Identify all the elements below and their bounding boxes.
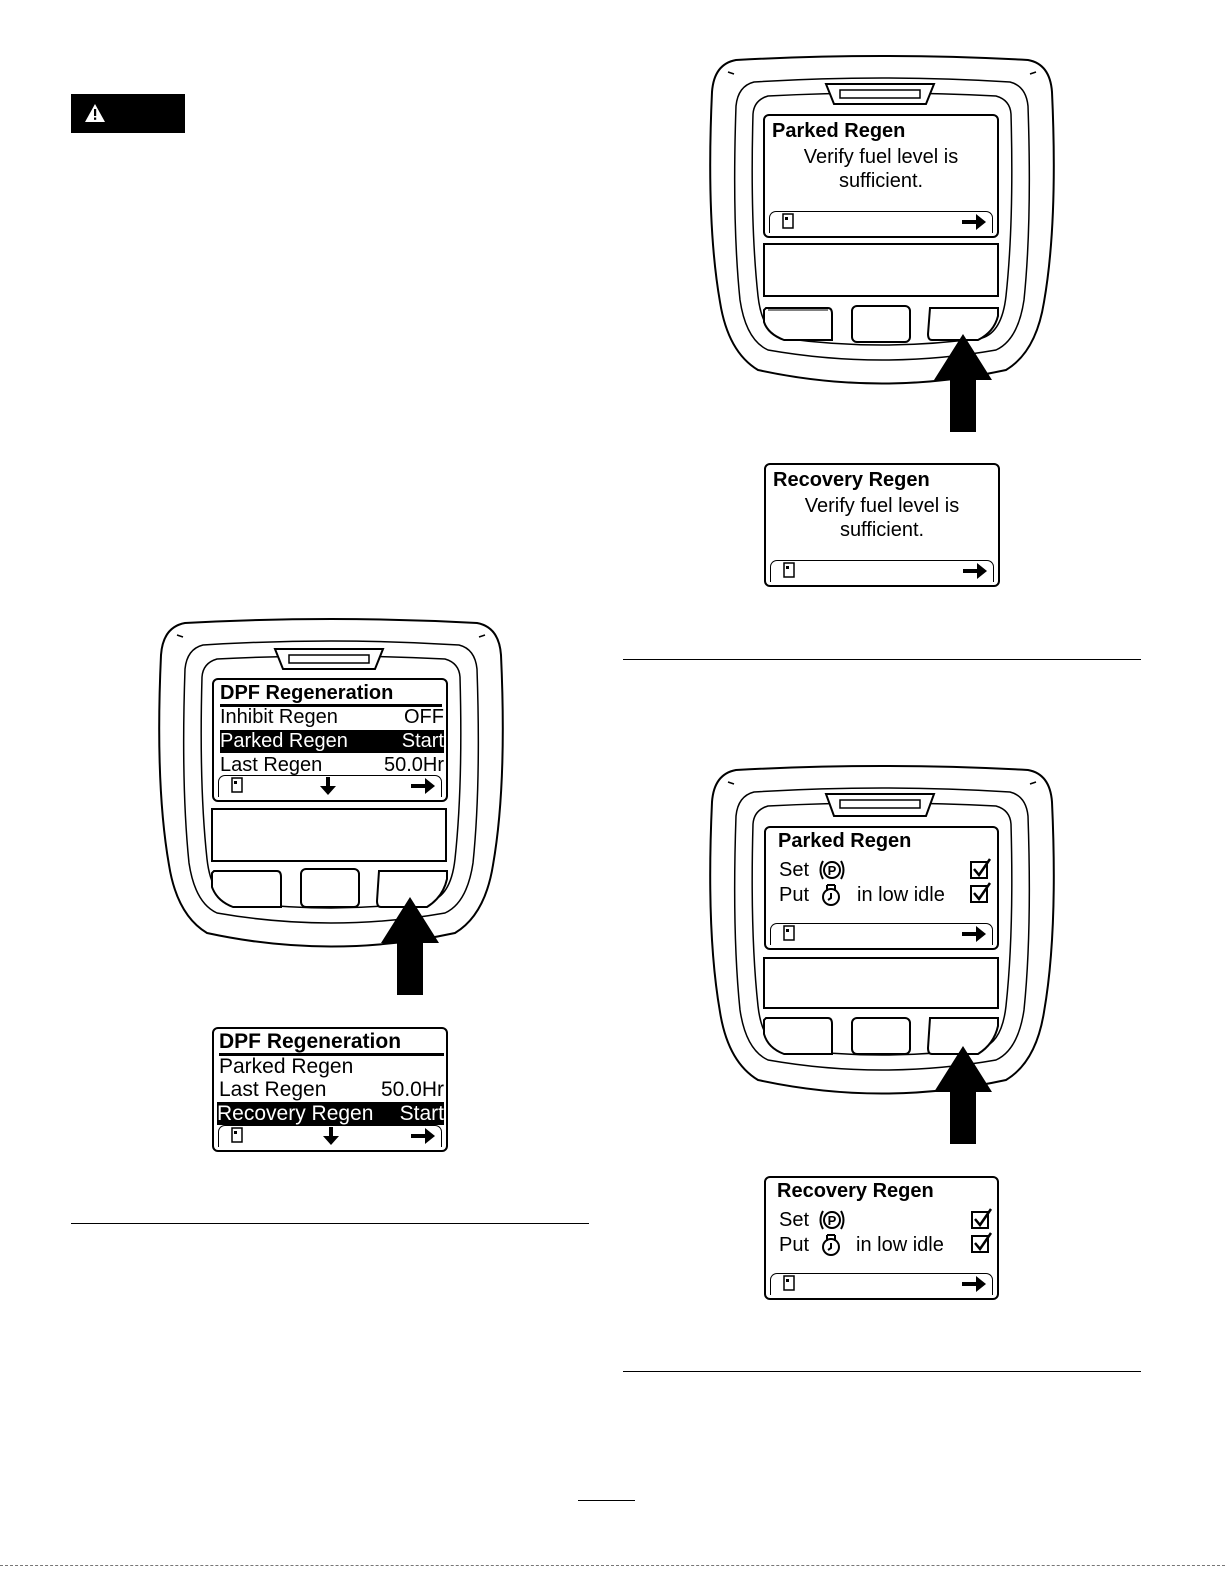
- svg-text:P: P: [828, 863, 837, 878]
- menu-row[interactable]: Last Regen 50.0Hr: [219, 1078, 444, 1101]
- lcd-parked-regen-verify: Parked Regen Verify fuel level is suffic…: [763, 114, 999, 238]
- screen-footer: [218, 1125, 442, 1147]
- screen-title: Recovery Regen: [777, 1180, 934, 1202]
- screen-text: Verify fuel level is: [803, 146, 959, 168]
- menu-row-value: 50.0Hr: [380, 1078, 444, 1101]
- lcd-parked-regen-checklist: Parked Regen Set P Put in low idle: [764, 826, 999, 950]
- menu-row[interactable]: Parked Regen: [219, 1055, 444, 1078]
- press-arrow-icon: [381, 897, 439, 995]
- menu-row-label: Last Regen: [220, 754, 323, 776]
- screen-title: Parked Regen: [772, 120, 906, 142]
- section-divider: [71, 1223, 589, 1224]
- screen-text: sufficient.: [839, 519, 925, 541]
- right-arrow-icon: [962, 214, 986, 230]
- menu-row-label: Parked Regen: [220, 730, 348, 752]
- menu-row[interactable]: Last Regen 50.0Hr: [220, 754, 444, 777]
- low-idle-label: in low idle: [856, 1234, 944, 1256]
- warning-badge: [71, 94, 185, 133]
- screen-text: Verify fuel level is: [804, 495, 960, 517]
- press-arrow-icon: [934, 334, 992, 432]
- menu-row-selected[interactable]: Recovery Regen Start: [217, 1102, 444, 1125]
- screen-footer: [769, 211, 993, 233]
- exit-door-icon: [231, 1127, 243, 1143]
- menu-row-label: Last Regen: [219, 1078, 327, 1101]
- page-number-rule: [578, 1500, 635, 1501]
- checkbox-checked-icon: [971, 1232, 993, 1253]
- press-arrow-icon: [934, 1046, 992, 1144]
- checkbox-checked-icon: [970, 858, 992, 879]
- screen-footer: [770, 923, 993, 945]
- menu-row-value: 50.0Hr: [383, 754, 444, 776]
- lcd-dpf-regeneration-recovery: DPF Regeneration Parked Regen Last Regen…: [212, 1027, 448, 1152]
- screen-title: Recovery Regen: [773, 469, 930, 491]
- low-idle-label: in low idle: [857, 884, 945, 906]
- right-arrow-icon: [411, 1128, 435, 1144]
- screen-title: Parked Regen: [778, 830, 912, 852]
- exit-door-icon: [783, 925, 795, 941]
- screen-text: sufficient.: [838, 170, 924, 192]
- set-label: Set: [779, 859, 810, 881]
- put-label: Put: [779, 1234, 810, 1256]
- menu-row-label: Inhibit Regen: [220, 706, 338, 728]
- checkbox-checked-icon: [970, 882, 992, 903]
- exit-door-icon: [231, 777, 243, 793]
- warning-triangle-icon: [85, 104, 105, 122]
- menu-row-label: Recovery Regen: [217, 1102, 374, 1125]
- parking-brake-icon: P: [819, 860, 845, 880]
- put-label: Put: [779, 884, 810, 906]
- lcd-recovery-regen-checklist: Recovery Regen Set P Put in low idle: [764, 1176, 999, 1300]
- exit-door-icon: [782, 213, 794, 229]
- menu-row-value: Start: [399, 1102, 444, 1125]
- section-divider: [623, 659, 1141, 660]
- menu-row-value: Start: [401, 730, 444, 752]
- right-arrow-icon: [962, 926, 986, 942]
- menu-row-label: Parked Regen: [219, 1055, 354, 1078]
- menu-row[interactable]: Inhibit Regen OFF: [220, 706, 444, 729]
- throttle-icon: [822, 1234, 840, 1256]
- parking-brake-icon: P: [819, 1210, 845, 1230]
- screen-title: DPF Regeneration: [219, 1031, 444, 1056]
- lcd-recovery-regen-verify: Recovery Regen Verify fuel level is suff…: [764, 463, 1000, 587]
- section-divider: [623, 1371, 1141, 1372]
- page-edge: [0, 1565, 1225, 1566]
- down-arrow-icon: [320, 777, 336, 795]
- svg-text:P: P: [828, 1213, 837, 1228]
- exit-door-icon: [783, 1275, 795, 1291]
- exit-door-icon: [783, 562, 795, 578]
- lcd-dpf-regeneration-menu: DPF Regeneration Inhibit Regen OFF Parke…: [212, 678, 448, 802]
- screen-footer: [770, 1273, 993, 1295]
- checkbox-checked-icon: [971, 1208, 993, 1229]
- right-arrow-icon: [962, 1276, 986, 1292]
- screen-footer: [770, 560, 994, 582]
- right-arrow-icon: [411, 778, 435, 794]
- right-arrow-icon: [963, 563, 987, 579]
- menu-row-selected[interactable]: Parked Regen Start: [220, 730, 444, 753]
- screen-title: DPF Regeneration: [220, 682, 442, 707]
- menu-row-value: OFF: [404, 706, 444, 728]
- throttle-icon: [822, 884, 840, 906]
- down-arrow-icon: [323, 1127, 339, 1145]
- screen-footer: [218, 775, 442, 797]
- set-label: Set: [779, 1209, 810, 1231]
